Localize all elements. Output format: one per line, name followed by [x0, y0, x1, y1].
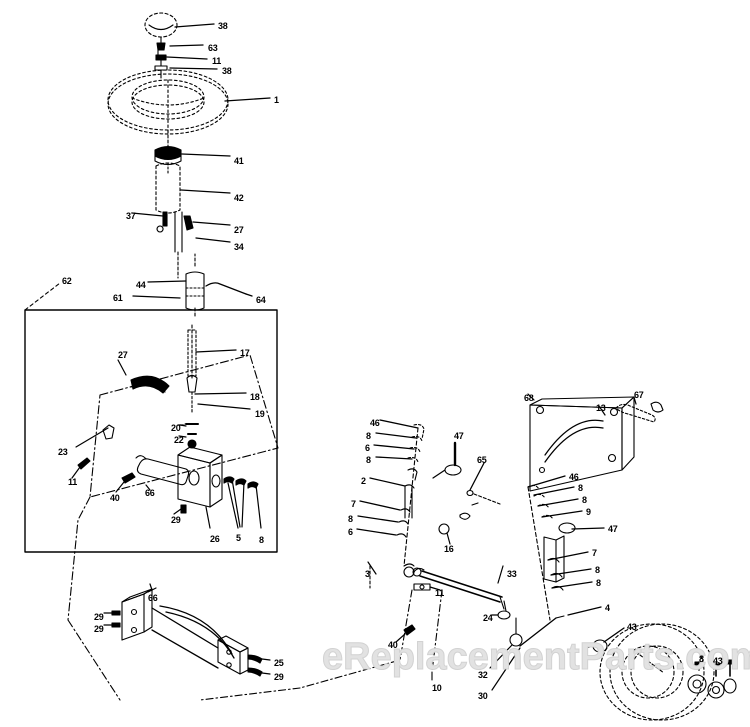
callout-1: 1 — [274, 95, 279, 105]
callout-40b: 40 — [388, 640, 398, 650]
callout-8e: 8 — [578, 483, 583, 493]
wheel-assembly-group — [585, 623, 737, 721]
callout-26: 26 — [210, 534, 220, 544]
callout-38: 38 — [218, 21, 228, 31]
callout-23: 23 — [58, 447, 68, 457]
callout-61: 61 — [113, 293, 123, 303]
steering-wheel-group — [107, 69, 271, 153]
front-axle-group — [67, 583, 271, 701]
callout-29d: 29 — [274, 672, 284, 682]
callout-46: 46 — [370, 418, 380, 428]
callout-47: 47 — [454, 431, 464, 441]
callout-6b: 6 — [348, 527, 353, 537]
callout-8c: 8 — [366, 455, 371, 465]
callout-33: 33 — [507, 569, 517, 579]
callout-29c: 29 — [94, 624, 104, 634]
detail-inset-contents — [67, 324, 279, 621]
callout-8g: 8 — [595, 565, 600, 575]
callout-3: 3 — [365, 569, 370, 579]
callout-43b: 43 — [713, 656, 723, 666]
detail-inset-box-group — [24, 282, 278, 553]
callout-34: 34 — [234, 242, 244, 252]
center-hardware-group — [432, 441, 501, 545]
left-spindle-stack-group — [356, 419, 425, 567]
callout-64: 64 — [256, 295, 266, 305]
callout-24: 24 — [483, 613, 493, 623]
callout-27: 27 — [234, 225, 244, 235]
callout-11b: 11 — [68, 477, 78, 487]
steering-wheel-cap-group — [144, 12, 218, 79]
callout-11: 11 — [212, 56, 222, 66]
callout-40: 40 — [110, 493, 120, 503]
callout-46b: 46 — [569, 472, 579, 482]
steering-shaft-upper-group — [131, 145, 231, 279]
callout-8f: 8 — [582, 495, 587, 505]
callout-42: 42 — [234, 193, 244, 203]
callout-27b: 27 — [118, 350, 128, 360]
callout-7b: 7 — [592, 548, 597, 558]
callout-2: 2 — [361, 476, 366, 486]
callout-32: 32 — [478, 670, 488, 680]
callout-10: 10 — [432, 683, 442, 693]
drag-link-group — [199, 561, 565, 701]
axle-bracket-group — [527, 393, 664, 492]
callout-30: 30 — [478, 691, 488, 701]
callout-16: 16 — [444, 544, 454, 554]
callout-43: 43 — [627, 622, 637, 632]
callout-11c: 11 — [435, 588, 445, 598]
watermark-text: eReplacementParts.com — [321, 636, 750, 679]
callout-8i: 8 — [699, 654, 704, 664]
callout-17: 17 — [240, 348, 250, 358]
callout-19: 19 — [255, 409, 265, 419]
callout-67: 67 — [634, 390, 644, 400]
callout-66b: 66 — [148, 593, 158, 603]
callout-44: 44 — [136, 280, 146, 290]
callout-29: 29 — [171, 515, 181, 525]
callout-8d: 8 — [348, 514, 353, 524]
callout-5: 5 — [236, 533, 241, 543]
callout-9: 9 — [586, 507, 591, 517]
callout-18: 18 — [250, 392, 260, 402]
right-spindle-stack-group — [527, 475, 605, 621]
callout-8: 8 — [259, 535, 264, 545]
callout-22: 22 — [174, 435, 184, 445]
callout-8h: 8 — [596, 578, 601, 588]
callout-65: 65 — [477, 455, 487, 465]
callout-6: 6 — [365, 443, 370, 453]
callout-62: 62 — [62, 276, 72, 286]
callout-38b: 38 — [222, 66, 232, 76]
steering-shaft-mid-group — [132, 253, 253, 317]
callout-4: 4 — [605, 603, 610, 613]
callout-25: 25 — [274, 658, 284, 668]
callout-29b: 29 — [94, 612, 104, 622]
callout-68: 68 — [524, 393, 534, 403]
callout-63: 63 — [208, 43, 218, 53]
callout-7: 7 — [351, 499, 356, 509]
callout-13: 13 — [596, 403, 606, 413]
callout-41: 41 — [234, 156, 244, 166]
callout-66: 66 — [145, 488, 155, 498]
callout-20: 20 — [171, 423, 181, 433]
callout-8b: 8 — [366, 431, 371, 441]
callout-47b: 47 — [608, 524, 618, 534]
callout-37: 37 — [126, 211, 136, 221]
